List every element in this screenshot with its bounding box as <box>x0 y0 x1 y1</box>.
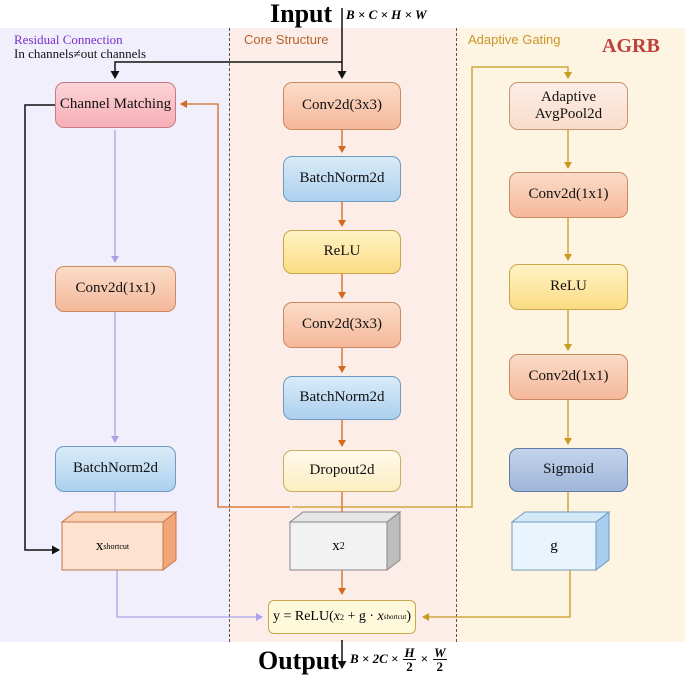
output-frac1-num: H <box>403 644 416 660</box>
tensor-shortcut-shape <box>60 510 178 572</box>
input-arrows <box>24 8 347 669</box>
output-frac2-num: W <box>432 644 447 660</box>
core-relu-box: ReLU <box>283 230 401 274</box>
tensor-shortcut-sub: shortcut <box>103 541 130 551</box>
formula-rhs: ) <box>406 609 411 624</box>
tensor-g-shape <box>510 510 611 572</box>
residual-title: Residual Connection <box>14 32 123 47</box>
core-title: Core Structure <box>244 32 329 47</box>
gating-arrows <box>292 66 572 621</box>
divider-right <box>456 28 457 642</box>
agrb-label: AGRB <box>602 35 660 57</box>
input-shape: B × C × H × W <box>346 7 427 22</box>
core-conv3x3-box-2: Conv2d(3x3) <box>283 302 401 348</box>
core-batchnorm-box-2: BatchNorm2d <box>283 376 401 420</box>
tensor-x2-main: x <box>332 537 340 554</box>
residual-arrows <box>111 130 263 621</box>
core-arrows <box>180 100 346 595</box>
tensor-x2-sub: 2 <box>339 540 345 552</box>
output-frac1-den: 2 <box>406 658 413 674</box>
formula-x2: x <box>333 609 340 624</box>
gating-title: Adaptive Gating <box>468 32 561 47</box>
output-times: × <box>420 651 428 666</box>
gating-avgpool-line1: Adaptive <box>541 88 596 105</box>
divider-left <box>229 28 230 642</box>
core-dropout-box: Dropout2d <box>283 450 401 492</box>
output-shape: B × 2C × H 2 × W 2 <box>350 640 449 678</box>
tensor-shortcut-main: x <box>95 537 104 554</box>
formula-xs: x <box>377 609 384 624</box>
formula-mid: + g · <box>343 609 378 624</box>
gating-avgpool-line2: AvgPool2d <box>534 106 603 122</box>
gating-conv1x1-box-2: Conv2d(1x1) <box>509 354 628 400</box>
tensor-x2-shape <box>288 510 402 572</box>
gating-avgpool-box: Adaptive AvgPool2d <box>509 82 628 130</box>
output-frac2-den: 2 <box>436 658 444 674</box>
output-title: Output <box>258 646 339 675</box>
residual-subtitle: In channels≠out channels <box>14 46 147 61</box>
formula-xs-sub: shortcut <box>383 613 407 621</box>
gating-sigmoid-box: Sigmoid <box>509 448 628 492</box>
core-batchnorm-box-1: BatchNorm2d <box>283 156 401 202</box>
residual-batchnorm-box: BatchNorm2d <box>55 446 176 492</box>
tensor-g-label: g <box>512 522 596 570</box>
channel-matching-box: Channel Matching <box>55 82 176 128</box>
gating-conv1x1-box-1: Conv2d(1x1) <box>509 172 628 218</box>
gating-relu-box: ReLU <box>509 264 628 310</box>
tensor-g-main: g <box>550 537 558 554</box>
input-title: Input <box>270 0 333 28</box>
formula-x2-sub: 2 <box>339 612 344 622</box>
output-shape-prefix: B × 2C × <box>350 651 399 666</box>
formula-lhs: y = ReLU( <box>272 609 334 624</box>
core-conv3x3-box-1: Conv2d(3x3) <box>283 82 401 130</box>
residual-conv1x1-box: Conv2d(1x1) <box>55 266 176 312</box>
